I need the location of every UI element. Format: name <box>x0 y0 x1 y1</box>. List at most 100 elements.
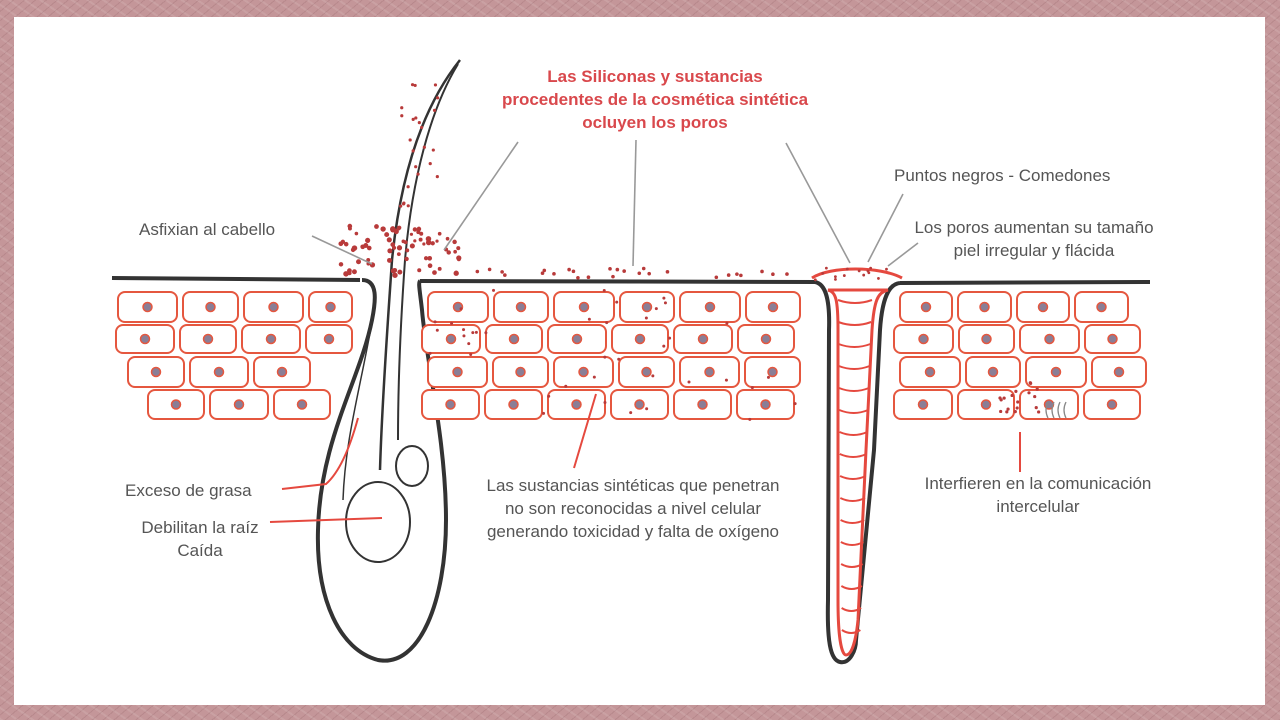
label-exceso-grasa: Exceso de grasa <box>125 481 252 500</box>
synthetic-particle <box>414 165 418 169</box>
cell-nucleus <box>205 301 216 313</box>
cell-nucleus <box>641 301 653 313</box>
cell-nucleus <box>918 333 929 345</box>
cell-nucleus <box>515 366 526 378</box>
label-interfieren-line-1: Interfieren en la comunicación <box>924 474 1152 493</box>
synthetic-particle <box>586 275 591 280</box>
cell-nucleus <box>578 366 589 378</box>
synthetic-particle <box>867 271 871 275</box>
synthetic-particle <box>564 384 568 388</box>
synthetic-particle <box>427 255 433 261</box>
synthetic-particle <box>725 321 729 325</box>
label-puntos-negros: Puntos negros - Comedones <box>894 166 1111 185</box>
synthetic-particle <box>411 149 415 153</box>
synthetic-particle <box>432 270 437 275</box>
synthetic-particle <box>413 239 417 243</box>
skin-surface-middle <box>419 279 816 284</box>
synthetic-particle <box>813 278 817 282</box>
cell-nucleus <box>452 366 463 378</box>
red-pointer-lines <box>269 393 1021 523</box>
synthetic-particle <box>687 380 691 384</box>
synthetic-particle <box>617 357 621 361</box>
synthetic-particle <box>408 138 412 142</box>
synthetic-particle <box>416 226 422 232</box>
cell-nucleus <box>1044 333 1055 345</box>
title-line-3: ocluyen los poros <box>582 113 728 132</box>
cell-nucleus <box>697 333 709 345</box>
pore-rung <box>839 431 868 436</box>
synthetic-particle <box>662 296 666 300</box>
synthetic-particle <box>435 175 439 179</box>
synthetic-particle <box>433 320 437 324</box>
synthetic-particle <box>608 267 612 271</box>
synthetic-particle <box>862 273 866 277</box>
synthetic-particle <box>1005 410 1009 414</box>
pointer-debilitan <box>269 517 383 523</box>
label-poros-line-1: Los poros aumentan su tamaño <box>914 218 1154 237</box>
cell-nucleus <box>1037 301 1049 313</box>
pore-rung <box>837 299 873 304</box>
synthetic-particle <box>471 331 475 335</box>
synthetic-particle <box>338 262 344 267</box>
cell-nucleus <box>920 301 932 313</box>
synthetic-particle <box>450 321 454 325</box>
cell-nucleus <box>917 399 929 410</box>
synthetic-particle <box>845 267 849 271</box>
synthetic-particle <box>431 148 435 152</box>
pointer-puntos-negros <box>867 193 904 263</box>
synthetic-particle <box>771 272 775 276</box>
synthetic-particle <box>392 272 398 278</box>
synthetic-particle <box>793 402 797 406</box>
pore-rung <box>840 519 865 524</box>
synthetic-particle <box>410 83 415 87</box>
synthetic-particle <box>602 288 606 292</box>
pointer-poros <box>887 242 919 267</box>
cell-nucleus <box>213 366 225 378</box>
label-debilitan-line-2: Caída <box>177 541 223 560</box>
pore-rung <box>838 387 870 392</box>
synthetic-particle <box>350 247 356 253</box>
synthetic-particle <box>785 272 789 276</box>
label-debilitan-line-1: Debilitan la raíz <box>141 518 259 537</box>
synthetic-particle <box>645 407 649 411</box>
synthetic-particle <box>417 121 421 125</box>
synthetic-particle <box>445 236 450 241</box>
synthetic-particle <box>384 232 390 238</box>
cell-nucleus <box>1106 399 1118 410</box>
synthetic-particle <box>399 204 403 208</box>
synthetic-particle <box>428 162 432 166</box>
synthetic-particle <box>571 269 576 274</box>
synthetic-particle <box>637 271 642 276</box>
synthetic-particle <box>469 353 473 357</box>
synthetic-particle <box>1002 396 1006 400</box>
pore-rung <box>841 629 861 634</box>
synthetic-particle <box>999 398 1003 402</box>
cell-nucleus <box>760 399 771 410</box>
synthetic-particle <box>857 269 861 273</box>
synthetic-particle <box>452 239 457 245</box>
synthetic-particle <box>405 248 410 253</box>
pointer-asfixian <box>311 235 373 265</box>
synthetic-particle <box>419 231 424 236</box>
synthetic-particle <box>1037 410 1041 414</box>
cell-nucleus <box>760 333 772 345</box>
synthetic-particle <box>739 273 743 278</box>
cell-nucleus <box>508 399 519 410</box>
synthetic-particle <box>726 273 731 277</box>
cell-nucleus <box>634 333 646 345</box>
synthetic-particle <box>567 267 571 272</box>
cell-nucleus <box>268 301 279 313</box>
synthetic-particle <box>622 269 626 273</box>
synthetic-particle <box>417 268 422 273</box>
pore-rung <box>838 365 871 370</box>
synthetic-particle <box>422 242 426 246</box>
pore-rung <box>839 497 866 502</box>
synthetic-particle <box>587 317 591 321</box>
synthetic-particle <box>869 266 873 270</box>
synthetic-particle <box>347 271 352 276</box>
clogged-pore-fill <box>827 288 889 657</box>
cell-nucleus <box>202 333 214 345</box>
synthetic-particle <box>824 266 828 270</box>
synthetic-particle <box>605 321 609 325</box>
